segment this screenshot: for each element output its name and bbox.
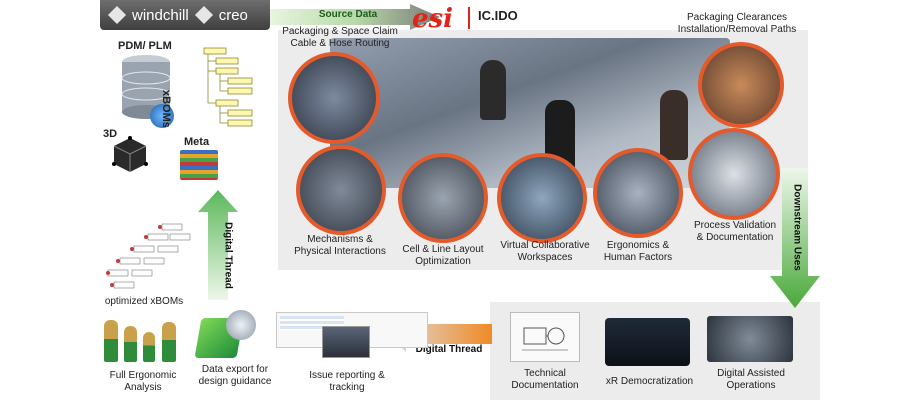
windchill-label: windchill: [132, 6, 189, 24]
caption-process-validation: Process Validation & Documentation: [693, 220, 777, 243]
meta-label: Meta: [184, 136, 210, 148]
caption-cell-line: Cell & Line Layout Optimization: [402, 244, 484, 267]
worker-figure: [480, 60, 506, 120]
downstream-uses-label: Downstream Uses: [791, 184, 803, 271]
caption-ergonomics: Ergonomics & Human Factors: [603, 240, 673, 263]
creo-logo-icon: [194, 5, 213, 25]
brand-divider: [468, 7, 470, 29]
xr-devices-image: [605, 318, 690, 366]
process-validation-circle: [688, 128, 780, 220]
digital-assisted-image: [707, 316, 793, 362]
mechanisms-circle: [296, 145, 386, 235]
tech-doc-drawing-icon: [522, 327, 568, 351]
product-name: IC.IDO: [478, 8, 518, 23]
source-data-label: Source Data: [318, 9, 378, 20]
caption-mechanisms: Mechanisms & Physical Interactions: [294, 234, 386, 257]
network-globe-icon: [150, 104, 174, 128]
windchill-logo-icon: [107, 5, 127, 25]
vendor-bar: windchill creo: [100, 0, 270, 30]
cell-line-circle: [398, 153, 488, 243]
plm-database-icon: [226, 310, 256, 340]
tech-doc-image: [510, 312, 580, 362]
downstream-arrow: [770, 168, 820, 308]
pdm-plm-label: PDM/ PLM: [118, 40, 172, 52]
mannequin-figure: [124, 326, 137, 362]
database-icon: [121, 55, 171, 119]
ergonomic-figures: [100, 318, 182, 362]
virtual-collab-circle: [497, 153, 587, 243]
3d-cube-icon: [112, 136, 148, 172]
packaging-space-circle: [288, 52, 380, 144]
xbom-tree-diagram: [203, 47, 253, 127]
xboms-label: xBOMs: [160, 90, 172, 128]
caption-issue-reporting: Issue reporting & tracking: [309, 370, 385, 393]
caption-digital-assisted: Digital Assisted Operations: [717, 368, 785, 391]
optimized-xboms-label: optimized xBOMs: [104, 296, 184, 307]
caption-virtual-collab: Virtual Collaborative Workspaces: [500, 240, 590, 263]
worker-figure: [660, 90, 688, 160]
creo-label: creo: [218, 6, 248, 24]
three-d-label: 3D: [103, 128, 118, 140]
mannequin-figure: [143, 332, 155, 362]
digital-thread-horizontal-label: Digital Thread: [415, 344, 483, 355]
mannequin-figure: [162, 322, 176, 362]
mannequin-figure: [104, 320, 118, 362]
digital-thread-vertical-arrow: [198, 190, 238, 300]
source-data-arrow: [270, 4, 440, 30]
caption-tech-doc: Technical Documentation: [511, 368, 579, 391]
meta-books-icon: [180, 150, 218, 180]
digital-thread-vertical-label: Digital Thread: [222, 222, 234, 289]
caption-packaging-clearances: Packaging Clearances Installation/Remova…: [677, 12, 797, 35]
caption-full-ergonomic: Full Ergonomic Analysis: [109, 370, 177, 393]
packaging-clearance-circle: [698, 42, 784, 128]
caption-xr: xR Democratization: [605, 376, 694, 387]
ergonomics-circle: [593, 148, 683, 238]
caption-data-export: Data export for design guidance: [198, 364, 272, 387]
optimized-xbom-tree: [106, 223, 191, 289]
issue-report-photo: [322, 326, 370, 358]
esi-logo: esi: [412, 4, 454, 34]
caption-packaging-space: Packaging & Space Claim Cable & Hose Rou…: [282, 26, 398, 49]
